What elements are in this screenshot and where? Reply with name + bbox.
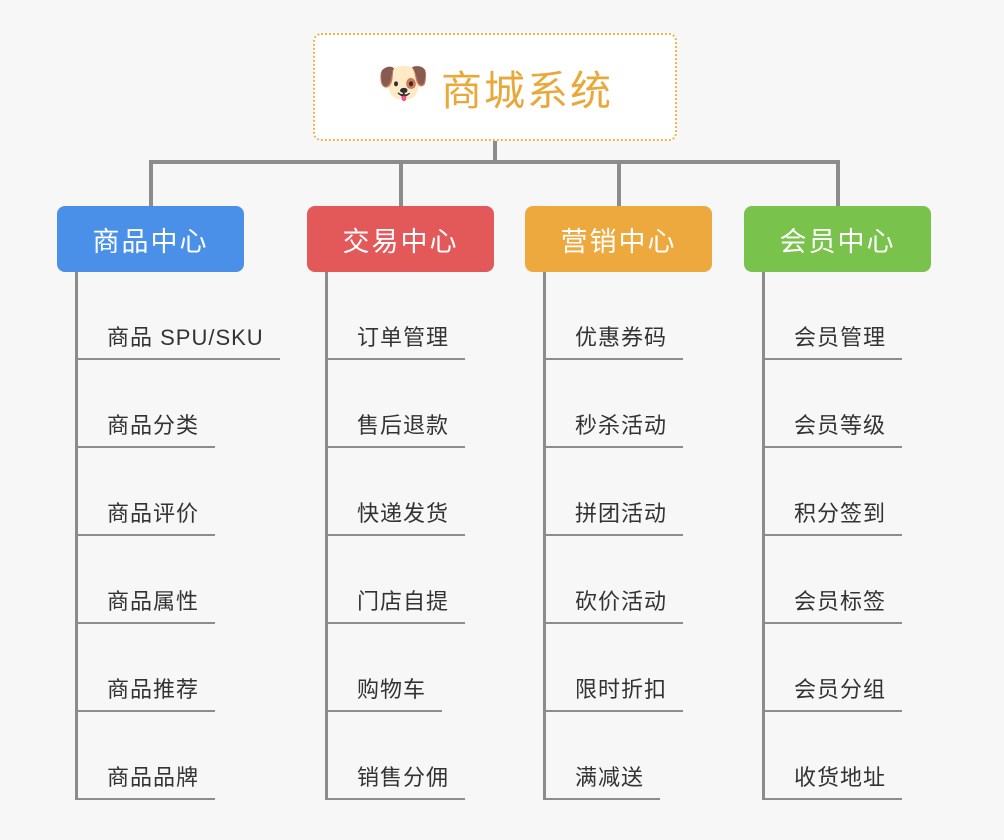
leaf-label: 商品分类 <box>107 413 200 438</box>
category-title: 商品中心 <box>92 226 209 257</box>
connector-bus <box>149 160 840 164</box>
category-title: 会员中心 <box>779 226 896 257</box>
leaf-list-trade-center: 订单管理 售后退款 快递发货 门店自提 购物车 销售分佣 <box>325 272 497 800</box>
connector-drop-3 <box>617 160 621 208</box>
connector-root-stem <box>493 141 497 162</box>
leaf-spine <box>543 272 546 800</box>
root-node[interactable]: 🐶 商城系统 <box>313 33 677 141</box>
leaf-label: 商品属性 <box>107 589 200 614</box>
list-item[interactable]: 商品 SPU/SKU <box>75 272 280 360</box>
list-item[interactable]: 销售分佣 <box>325 712 497 800</box>
leaf-label: 商品评价 <box>107 501 200 526</box>
list-item[interactable]: 满减送 <box>543 712 715 800</box>
list-item[interactable]: 会员分组 <box>762 624 934 712</box>
leaf-spine <box>762 272 765 800</box>
leaf-label: 订单管理 <box>357 325 450 350</box>
connector-drop-1 <box>149 160 153 208</box>
category-header-product-center[interactable]: 商品中心 <box>57 206 244 272</box>
column-product-center: 商品中心 商品 SPU/SKU 商品分类 商品评价 商品属性 商品推荐 商品品牌 <box>57 206 280 800</box>
leaf-label: 限时折扣 <box>575 677 668 702</box>
list-item[interactable]: 商品推荐 <box>75 624 247 712</box>
leaf-spine <box>75 272 78 800</box>
leaf-label: 优惠券码 <box>575 325 668 350</box>
list-item[interactable]: 秒杀活动 <box>543 360 715 448</box>
category-title: 营销中心 <box>560 226 677 257</box>
category-header-member-center[interactable]: 会员中心 <box>744 206 931 272</box>
leaf-label: 会员分组 <box>794 677 887 702</box>
category-header-marketing-center[interactable]: 营销中心 <box>525 206 712 272</box>
leaf-label: 商品推荐 <box>107 677 200 702</box>
leaf-label: 销售分佣 <box>357 765 450 790</box>
category-title: 交易中心 <box>342 226 459 257</box>
list-item[interactable]: 会员标签 <box>762 536 934 624</box>
list-item[interactable]: 订单管理 <box>325 272 497 360</box>
list-item[interactable]: 限时折扣 <box>543 624 715 712</box>
leaf-label: 会员标签 <box>794 589 887 614</box>
list-item[interactable]: 购物车 <box>325 624 497 712</box>
leaf-label: 秒杀活动 <box>575 413 668 438</box>
connector-drop-2 <box>399 160 403 208</box>
leaf-list-product-center: 商品 SPU/SKU 商品分类 商品评价 商品属性 商品推荐 商品品牌 <box>75 272 280 800</box>
list-item[interactable]: 商品评价 <box>75 448 247 536</box>
column-marketing-center: 营销中心 优惠券码 秒杀活动 拼团活动 砍价活动 限时折扣 满减送 <box>525 206 715 800</box>
leaf-label: 满减送 <box>575 765 645 790</box>
column-trade-center: 交易中心 订单管理 售后退款 快递发货 门店自提 购物车 销售分佣 <box>307 206 497 800</box>
list-item[interactable]: 快递发货 <box>325 448 497 536</box>
leaf-label: 门店自提 <box>357 589 450 614</box>
column-member-center: 会员中心 会员管理 会员等级 积分签到 会员标签 会员分组 收货地址 <box>744 206 934 800</box>
leaf-label: 收货地址 <box>794 765 887 790</box>
dog-face-icon: 🐶 <box>377 59 430 106</box>
list-item[interactable]: 会员等级 <box>762 360 934 448</box>
list-item[interactable]: 门店自提 <box>325 536 497 624</box>
leaf-label: 积分签到 <box>794 501 887 526</box>
list-item[interactable]: 积分签到 <box>762 448 934 536</box>
category-header-trade-center[interactable]: 交易中心 <box>307 206 494 272</box>
list-item[interactable]: 售后退款 <box>325 360 497 448</box>
list-item[interactable]: 商品品牌 <box>75 712 247 800</box>
leaf-spine <box>325 272 328 800</box>
list-item[interactable]: 收货地址 <box>762 712 934 800</box>
leaf-label: 拼团活动 <box>575 501 668 526</box>
list-item[interactable]: 拼团活动 <box>543 448 715 536</box>
leaf-label: 商品品牌 <box>107 765 200 790</box>
leaf-label: 会员管理 <box>794 325 887 350</box>
list-item[interactable]: 商品分类 <box>75 360 247 448</box>
leaf-label: 购物车 <box>357 677 427 702</box>
leaf-label: 售后退款 <box>357 413 450 438</box>
leaf-label: 商品 SPU/SKU <box>107 325 264 350</box>
connector-drop-4 <box>836 160 840 208</box>
leaf-list-member-center: 会员管理 会员等级 积分签到 会员标签 会员分组 收货地址 <box>762 272 934 800</box>
list-item[interactable]: 商品属性 <box>75 536 247 624</box>
page-title: 商城系统 <box>441 68 613 114</box>
leaf-label: 砍价活动 <box>575 589 668 614</box>
leaf-list-marketing-center: 优惠券码 秒杀活动 拼团活动 砍价活动 限时折扣 满减送 <box>543 272 715 800</box>
list-item[interactable]: 会员管理 <box>762 272 934 360</box>
leaf-label: 快递发货 <box>357 501 450 526</box>
list-item[interactable]: 砍价活动 <box>543 536 715 624</box>
leaf-label: 会员等级 <box>794 413 887 438</box>
list-item[interactable]: 优惠券码 <box>543 272 715 360</box>
